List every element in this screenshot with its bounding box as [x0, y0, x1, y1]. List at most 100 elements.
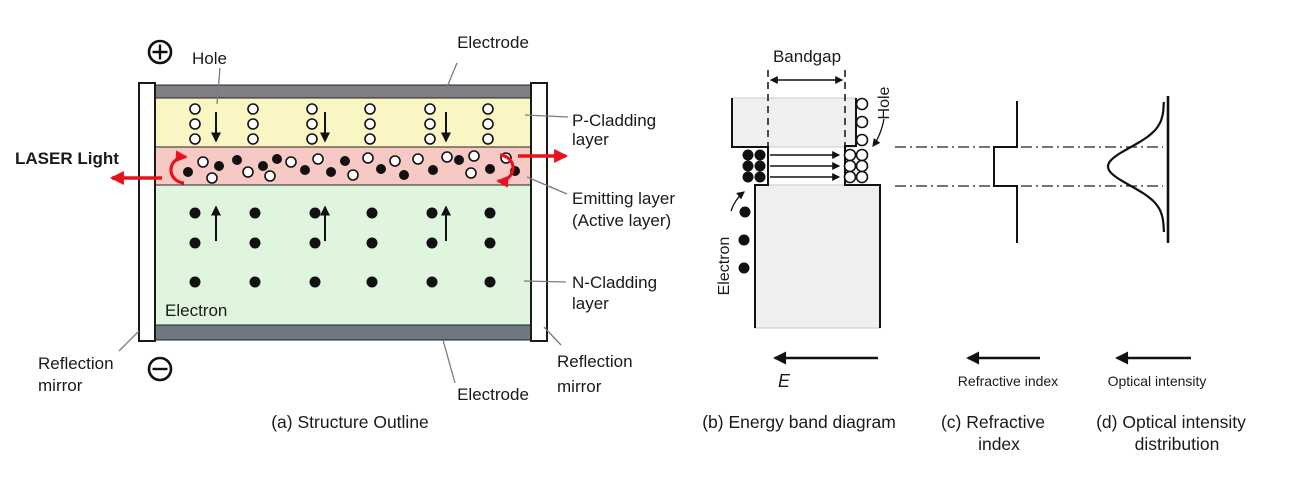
hole-particle [306, 103, 318, 115]
hole-particle [482, 118, 494, 130]
reflection-mirror-left [138, 82, 156, 342]
electron-particle [484, 276, 496, 288]
electron-particle [426, 276, 438, 288]
laser-light-arrows [109, 149, 569, 188]
hole-particle [855, 97, 869, 111]
panel-c-refractive-index: Refractive index (c) Refractive index [941, 101, 1058, 454]
hole-particle [468, 150, 480, 162]
n-cladding-label-2: layer [572, 294, 609, 313]
p-cladding-layer [154, 97, 532, 148]
refractive-index-profile [993, 101, 1018, 243]
electron-particle [258, 161, 268, 171]
electrode-bottom-leader [442, 339, 456, 384]
electrode-top-label: Electrode [457, 33, 529, 52]
recombination-arrows [770, 151, 841, 181]
electron-particle [309, 207, 321, 219]
hole-leader [216, 67, 221, 105]
electron-particle [366, 207, 378, 219]
n-cladding-leader [523, 280, 567, 283]
reflection-mirror-left-label-1: Reflection [38, 354, 114, 373]
top-electrode-layer [154, 84, 532, 99]
electron-particle [272, 154, 282, 164]
caption-d-2: distribution [1135, 434, 1220, 454]
p-cladding-label-2: layer [572, 130, 609, 149]
hole-particle [362, 152, 374, 164]
electron-particle [376, 164, 386, 174]
caption-b: (b) Energy band diagram [702, 412, 896, 432]
hole-particle [424, 118, 436, 130]
hole-particle [189, 103, 201, 115]
electron-particle [754, 160, 766, 172]
hole-particle [312, 153, 324, 165]
hole-particle [465, 167, 477, 179]
p-cladding-label-1: P-Cladding [572, 111, 656, 130]
reflection-mirror-right [530, 82, 548, 342]
hole-particle [306, 133, 318, 145]
electron-particle [426, 237, 438, 249]
band-electron-label: Electron [716, 237, 733, 296]
hole-pointer-arrow [872, 118, 885, 147]
electron-particle [484, 207, 496, 219]
hole-particle [424, 133, 436, 145]
electron-particle [366, 237, 378, 249]
electron-particle [754, 149, 766, 161]
hole-particle [843, 170, 857, 184]
hole-particle [189, 133, 201, 145]
optical-intensity-curve [1106, 101, 1165, 233]
electron-particle [340, 156, 350, 166]
laser-bounce-right-icon [496, 153, 515, 188]
caption-a: (a) Structure Outline [271, 412, 429, 432]
plus-terminal-icon [147, 39, 173, 65]
hole-particle [247, 103, 259, 115]
hole-drift-arrows [211, 112, 451, 143]
electron-pointer-arrow [730, 191, 745, 212]
hole-particle [364, 118, 376, 130]
hole-particle [855, 159, 869, 173]
hole-particle [306, 118, 318, 130]
hole-particle [855, 133, 869, 147]
electron-particle [326, 167, 336, 177]
electron-particle [738, 262, 750, 274]
band-block-top [731, 97, 857, 148]
electron-particle [249, 237, 261, 249]
emitting-leader [526, 176, 568, 195]
hole-particle [364, 103, 376, 115]
hole-particle [855, 115, 869, 129]
electron-drift-arrows [211, 205, 451, 241]
laser-light-label: LASER Light [15, 149, 119, 168]
reflection-mirror-right-label-1: Reflection [557, 352, 633, 371]
caption-d-1: (d) Optical intensity [1096, 412, 1246, 432]
hole-particle [389, 155, 401, 167]
hole-particle [412, 153, 424, 165]
electron-particle [454, 155, 464, 165]
electron-particle [485, 164, 495, 174]
hole-particle [264, 170, 276, 182]
electron-particle [249, 276, 261, 288]
band-electrons [738, 149, 766, 274]
electrode-top-leader [446, 62, 458, 88]
electron-particle [189, 237, 201, 249]
caption-c-2: index [978, 434, 1020, 454]
hole-particle [855, 148, 869, 162]
hole-particle [843, 148, 857, 162]
electron-particle [742, 160, 754, 172]
panel-d-optical-intensity: Optical intensity (d) Optical intensity … [1096, 96, 1246, 454]
energy-axis-label: E [778, 371, 791, 391]
hole-particle [189, 118, 201, 130]
hole-particle [424, 103, 436, 115]
leader-lines [118, 62, 569, 384]
hole-particle [285, 156, 297, 168]
emitting-layer-carriers [183, 150, 520, 184]
optical-axis-label: Optical intensity [1108, 373, 1207, 389]
electron-particle [366, 276, 378, 288]
bandgap-label: Bandgap [773, 47, 841, 66]
emitting-label-2: (Active layer) [572, 211, 671, 230]
electron-particle [742, 149, 754, 161]
electron-particle [742, 171, 754, 183]
electron-particle [754, 171, 766, 183]
minus-terminal-icon [147, 356, 173, 382]
hole-particle [347, 169, 359, 181]
bottom-electrode-layer [154, 324, 532, 341]
electron-particle [484, 237, 496, 249]
